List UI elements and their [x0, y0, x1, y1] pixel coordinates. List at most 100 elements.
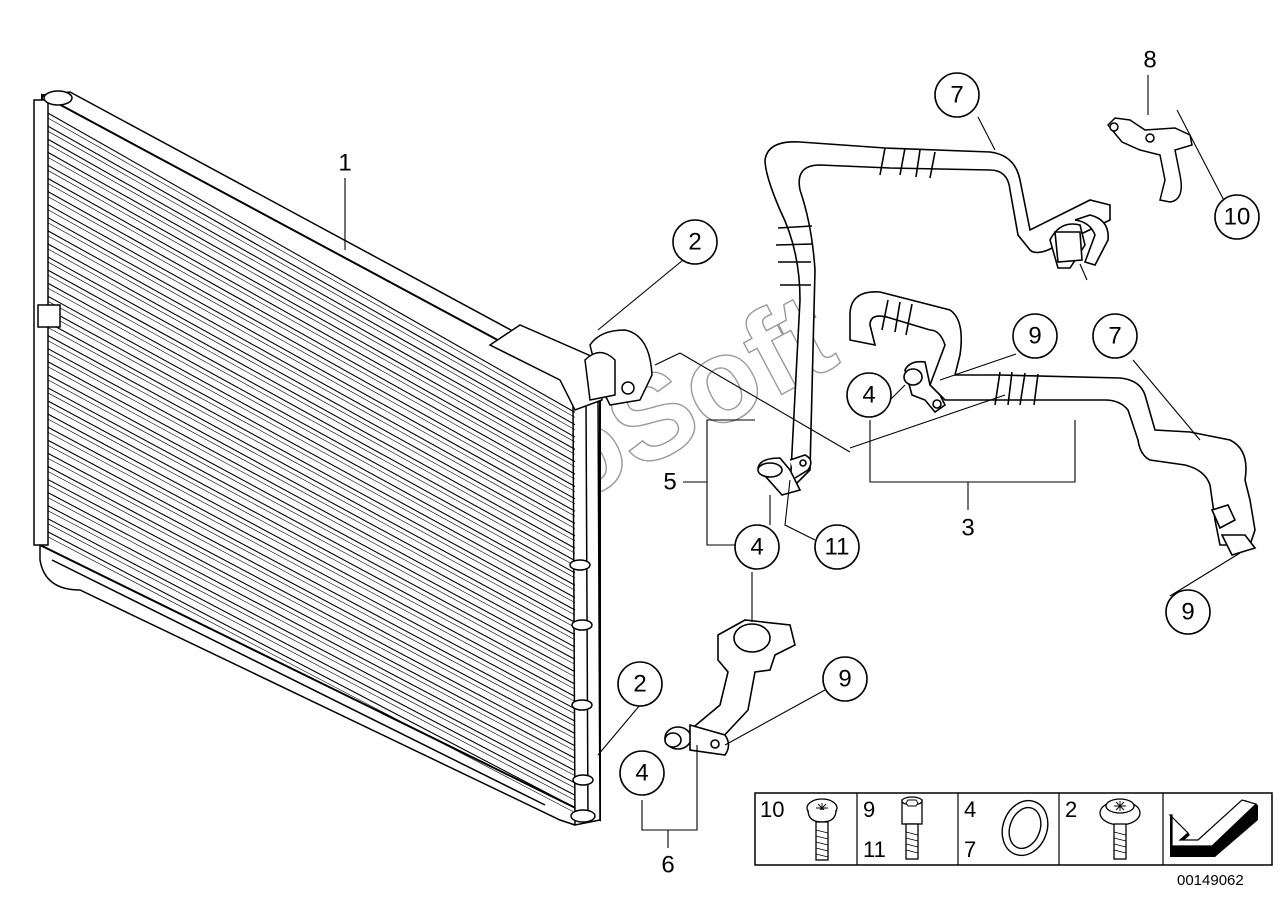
callout-8[interactable]: 8: [1143, 47, 1156, 74]
radiator-fin: [47, 510, 576, 789]
svg-text:7: 7: [950, 82, 963, 109]
radiator-fin: [47, 413, 576, 697]
svg-text:11: 11: [863, 837, 886, 862]
callout-5[interactable]: 5: [663, 469, 676, 496]
radiator-fin: [47, 392, 576, 678]
radiator-fin: [47, 191, 576, 487]
radiator-fin: [47, 353, 576, 640]
radiator-fin: [47, 405, 576, 690]
radiator-fin: [47, 217, 576, 512]
svg-text:9: 9: [1028, 323, 1041, 350]
svg-text:4: 4: [750, 534, 763, 561]
seal-ring-icon: [1001, 799, 1049, 857]
radiator-fin: [47, 471, 576, 752]
svg-text:1: 1: [338, 150, 351, 177]
radiator-fin: [47, 492, 576, 772]
leader-lines: [344, 75, 1241, 848]
legend-cell-10[interactable]: 10: [760, 797, 838, 861]
radiator-fin: [47, 170, 576, 468]
flange-bolt-icon: [1099, 798, 1141, 860]
radiator-fin: [47, 452, 576, 735]
radiator-fin: [47, 335, 576, 623]
radiator-fin: [47, 505, 576, 784]
radiator-fin: [47, 479, 576, 759]
radiator-fin: [47, 287, 576, 579]
callout-9-mid[interactable]: 9: [1012, 313, 1058, 359]
callout-4-low[interactable]: 4: [734, 524, 780, 570]
hose-7-upper[interactable]: [757, 141, 1111, 496]
radiator-fin: [47, 531, 576, 809]
arrow-icon: [1168, 799, 1258, 857]
svg-text:3: 3: [961, 515, 974, 542]
radiator-fin: [47, 536, 576, 813]
svg-text:2: 2: [1065, 797, 1077, 822]
radiator-fin: [47, 374, 576, 660]
radiator-fin: [47, 418, 576, 702]
radiator-fin: [47, 308, 576, 599]
svg-text:10: 10: [760, 797, 784, 822]
radiator-fin: [47, 484, 576, 764]
callout-2-low[interactable]: 2: [617, 661, 663, 707]
doc-number: 00149062: [1177, 872, 1244, 889]
radiator-fin: [47, 209, 576, 505]
radiator-fin: [47, 157, 576, 455]
radiator-fin: [47, 130, 576, 430]
svg-text:4: 4: [964, 797, 976, 822]
radiator-fin: [47, 112, 576, 413]
legend-cell-2[interactable]: 2: [1065, 797, 1141, 860]
radiator-fin: [47, 387, 576, 673]
svg-text:9: 9: [838, 666, 851, 693]
radiator-fin: [47, 243, 576, 537]
legend-cell-9-11[interactable]: 9 11: [863, 796, 923, 862]
callout-10-top[interactable]: 10: [1214, 194, 1260, 240]
radiator-fin: [47, 261, 576, 554]
callout-1[interactable]: 1: [338, 150, 351, 177]
callout-7-top[interactable]: 7: [934, 72, 980, 118]
hex-socket-bolt-icon: [901, 796, 923, 860]
legend-cell-arrow[interactable]: [1168, 799, 1258, 857]
callout-6[interactable]: 6: [661, 852, 674, 879]
radiator-fin: [47, 439, 576, 722]
bracket-8[interactable]: [1106, 117, 1193, 203]
radiator-fin: [47, 518, 576, 796]
svg-text:7: 7: [1108, 323, 1121, 350]
radiator-fin: [47, 151, 576, 450]
svg-text:2: 2: [633, 671, 646, 698]
radiator-fin: [47, 301, 576, 591]
callout-7-mid[interactable]: 7: [1092, 313, 1138, 359]
hose-3-middle[interactable]: [849, 291, 1257, 556]
radiator-fin: [47, 361, 576, 648]
callout-11[interactable]: 11: [814, 524, 860, 570]
oil-cooler-radiator[interactable]: [33, 90, 653, 826]
svg-text:5: 5: [663, 469, 676, 496]
radiator-fin: [47, 235, 576, 529]
svg-text:6: 6: [661, 852, 674, 879]
radiator-fin: [47, 256, 576, 549]
callout-4-bottom[interactable]: 4: [619, 750, 665, 796]
callout-9-low[interactable]: 9: [822, 656, 868, 702]
radiator-fin: [47, 327, 576, 616]
legend-cell-4-7[interactable]: 4 7: [964, 794, 1055, 862]
radiator-fin: [47, 340, 576, 628]
radiator-fin: [47, 400, 576, 685]
callout-4-mid[interactable]: 4: [846, 372, 892, 418]
radiator-fin: [47, 138, 576, 438]
callout-2-top[interactable]: 2: [672, 219, 718, 265]
radiator-fin: [47, 497, 576, 776]
radiator-fin: [47, 458, 576, 739]
radiator-fin: [47, 348, 576, 636]
radiator-fin: [47, 431, 576, 715]
radiator-fin: [47, 465, 576, 747]
radiator-fin: [47, 314, 576, 603]
radiator-fin: [47, 204, 576, 500]
svg-text:9: 9: [863, 797, 875, 822]
radiator-fin: [47, 222, 576, 517]
radiator-fin: [47, 230, 576, 525]
radiator-fin: [47, 178, 576, 475]
callout-9-right[interactable]: 9: [1165, 589, 1211, 635]
pipe-6-lower[interactable]: [664, 619, 796, 756]
radiator-fin: [47, 125, 576, 426]
svg-text:9: 9: [1181, 599, 1194, 626]
callout-3[interactable]: 3: [961, 515, 974, 542]
radiator-fin: [47, 379, 576, 665]
